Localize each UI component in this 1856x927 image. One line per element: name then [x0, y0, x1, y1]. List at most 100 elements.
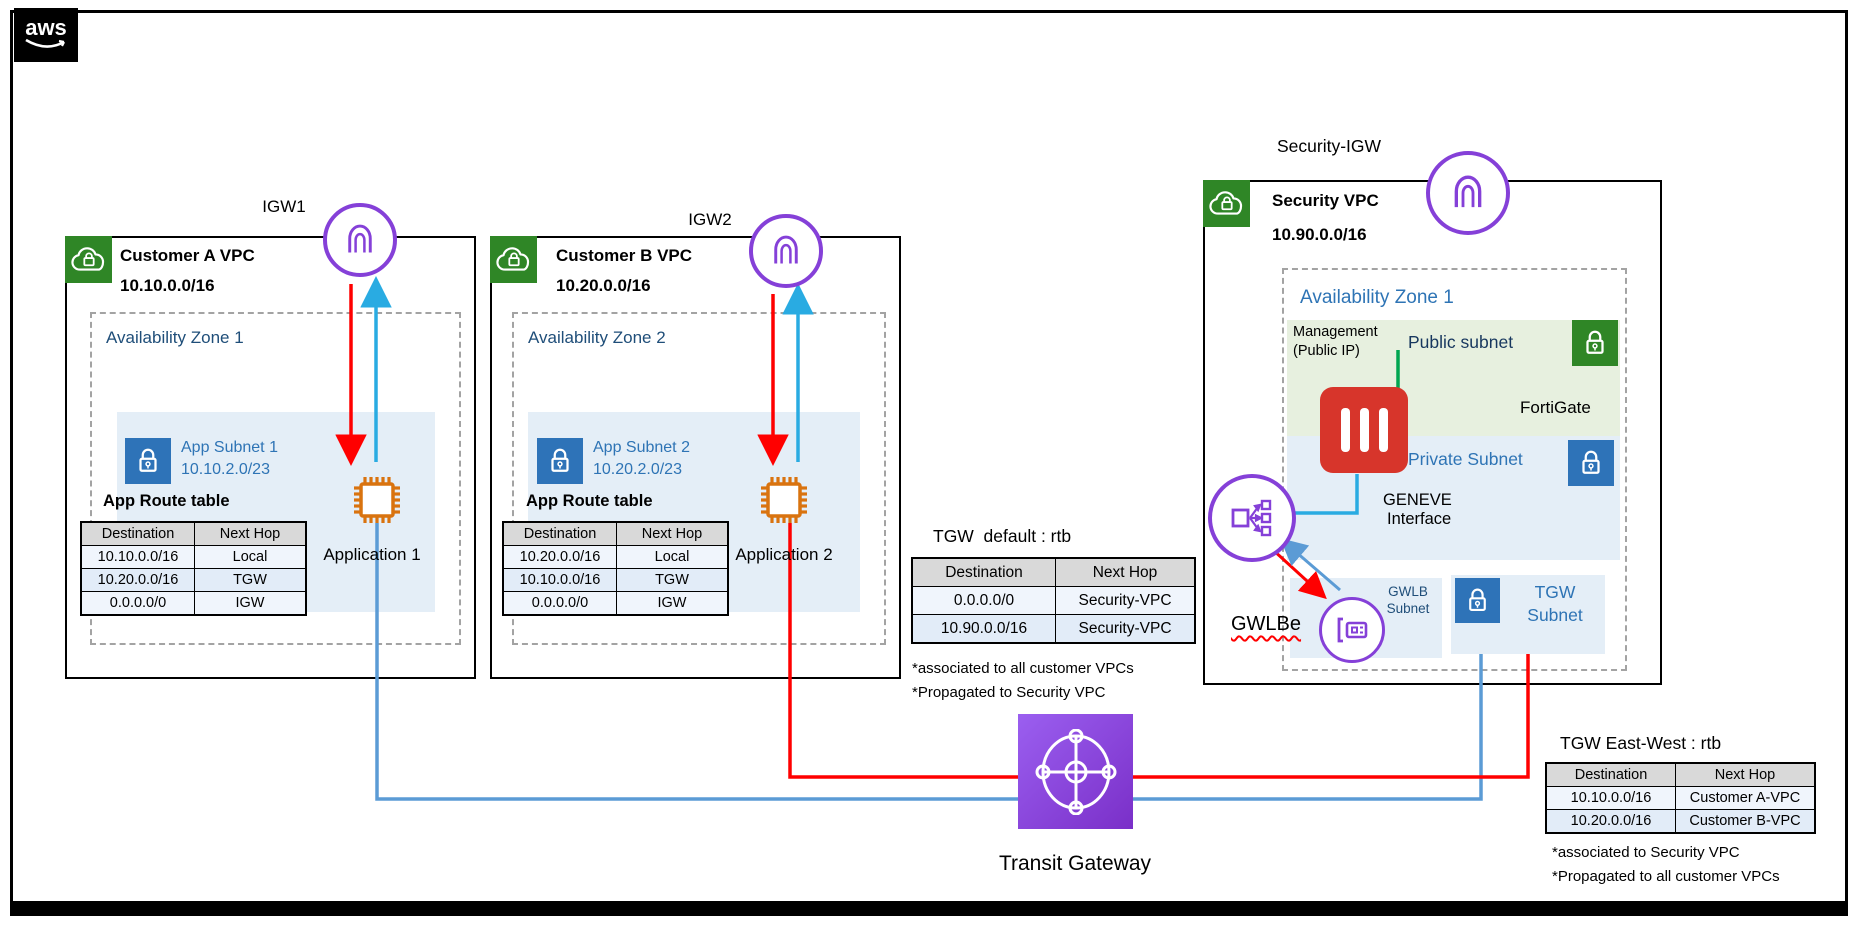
- security-az-label: Availability Zone 1: [1300, 287, 1454, 308]
- lock-icon: [1469, 588, 1486, 612]
- tgw-east-west-rtb-title: TGW East-West : rtb: [1560, 733, 1722, 753]
- column-header: Next Hop: [616, 521, 729, 546]
- vpc-a-route-table-title: App Route table: [103, 492, 230, 510]
- customer-a-vpc-box: [65, 236, 476, 679]
- column-header: Destination: [1545, 762, 1676, 787]
- cell: TGW: [616, 568, 729, 592]
- app2-tgw-connector: [788, 523, 1530, 779]
- bottom-bar: [10, 901, 1848, 916]
- vpc-endpoint-glyph: [1337, 617, 1368, 643]
- cell: Local: [194, 545, 307, 569]
- fortigate-icon: [1320, 387, 1408, 473]
- cell: 10.10.0.0/16: [502, 568, 617, 592]
- security-az-box: [1282, 268, 1627, 671]
- gwlb-subnet-label-line1: GWLB: [1388, 584, 1428, 599]
- security-vpc-icon: [1203, 180, 1250, 227]
- tgw-east-west-note-1: *associated to Security VPC: [1552, 844, 1740, 861]
- cell: 10.20.0.0/16: [1545, 809, 1676, 834]
- gwlbe-icon: [1319, 597, 1385, 663]
- security-vpc-title: Security VPC: [1272, 191, 1379, 210]
- aws-logo-text: aws: [25, 15, 67, 40]
- application-2-label: Application 2: [735, 545, 833, 564]
- gwlb-subnet-label-line2: Subnet: [1386, 601, 1430, 616]
- lock-icon: [139, 448, 157, 472]
- tgw-subnet-label-line2: Subnet: [1527, 605, 1583, 625]
- cell: Security-VPC: [1055, 614, 1196, 644]
- gwlb-icon: [1208, 474, 1296, 562]
- vpc-b-cidr: 10.20.0.0/16: [556, 276, 651, 295]
- geneve-label-line1: GENEVE: [1383, 491, 1452, 509]
- app1-tgw-connector: [375, 523, 1483, 801]
- cell: TGW: [194, 568, 307, 592]
- vpc-a-subnet-cidr: 10.10.2.0/23: [181, 461, 270, 478]
- gateway-load-balancer-glyph: [1231, 499, 1272, 537]
- gwlbe-label: GWLBe: [1231, 613, 1302, 635]
- column-header: Destination: [502, 521, 617, 546]
- column-header: Destination: [911, 557, 1056, 587]
- aws-logo: aws: [14, 8, 78, 62]
- vpc-a-cidr: 10.10.0.0/16: [120, 276, 215, 295]
- internet-gateway-glyph: [774, 235, 798, 264]
- column-header: Next Hop: [1055, 557, 1196, 587]
- private-subnet-icon: [1568, 440, 1614, 486]
- customer-b-vpc-box: [490, 236, 901, 679]
- management-label-line1: Management: [1293, 324, 1378, 340]
- cell: IGW: [194, 591, 307, 616]
- cell: Local: [616, 545, 729, 569]
- cell: 10.20.0.0/16: [80, 568, 195, 592]
- cell: 10.10.0.0/16: [1545, 786, 1676, 810]
- security-igw-label: Security-IGW: [1277, 136, 1382, 156]
- cell: 10.90.0.0/16: [911, 614, 1056, 644]
- tgw-subnet-label-line1: TGW: [1534, 582, 1576, 602]
- vpc-b-title: Customer B VPC: [556, 246, 693, 265]
- public-subnet-icon: [1572, 320, 1618, 366]
- gwlb-to-gwlbe-arrow: [1270, 547, 1327, 600]
- cell: 0.0.0.0/0: [502, 591, 617, 616]
- aws-smile-icon: [25, 38, 65, 48]
- tgw-east-west-note-2: *Propagated to all customer VPCs: [1552, 868, 1780, 885]
- private-subnet-label: Private Subnet: [1408, 449, 1523, 469]
- vpc-a-title: Customer A VPC: [120, 246, 255, 265]
- lock-icon: [551, 448, 569, 472]
- cloud-lock-icon: [70, 247, 104, 271]
- security-vpc-cidr: 10.90.0.0/16: [1272, 225, 1367, 244]
- cell: 10.20.0.0/16: [502, 545, 617, 569]
- igw2-label: IGW2: [688, 210, 732, 229]
- vpc-b-subnet-cidr: 10.20.2.0/23: [593, 461, 682, 478]
- security-igw-icon: [1426, 151, 1510, 235]
- application-2-chip-icon: [761, 477, 807, 523]
- igw1-label: IGW1: [262, 197, 306, 216]
- tgw-default-note-1: *associated to all customer VPCs: [912, 660, 1134, 677]
- fortigate-label: FortiGate: [1520, 398, 1591, 417]
- public-subnet-label: Public subnet: [1408, 332, 1514, 352]
- vpc-b-subnet-name: App Subnet 2: [593, 439, 690, 456]
- column-header: Next Hop: [194, 521, 307, 546]
- internet-gateway-glyph: [1454, 175, 1482, 208]
- vpc-a-subnet-icon: [125, 438, 171, 484]
- igw1-icon: [323, 203, 397, 277]
- lock-icon: [1582, 450, 1600, 474]
- geneve-link: [1290, 474, 1359, 515]
- tgw-subnet-icon: [1455, 578, 1500, 623]
- column-header: Destination: [80, 521, 195, 546]
- vpc-a-az-label: Availability Zone 1: [106, 328, 244, 347]
- cell: 0.0.0.0/0: [80, 591, 195, 616]
- cell: 10.10.0.0/16: [80, 545, 195, 569]
- cell: Customer B-VPC: [1675, 809, 1816, 834]
- cloud-lock-icon: [1208, 191, 1242, 215]
- cell: Customer A-VPC: [1675, 786, 1816, 810]
